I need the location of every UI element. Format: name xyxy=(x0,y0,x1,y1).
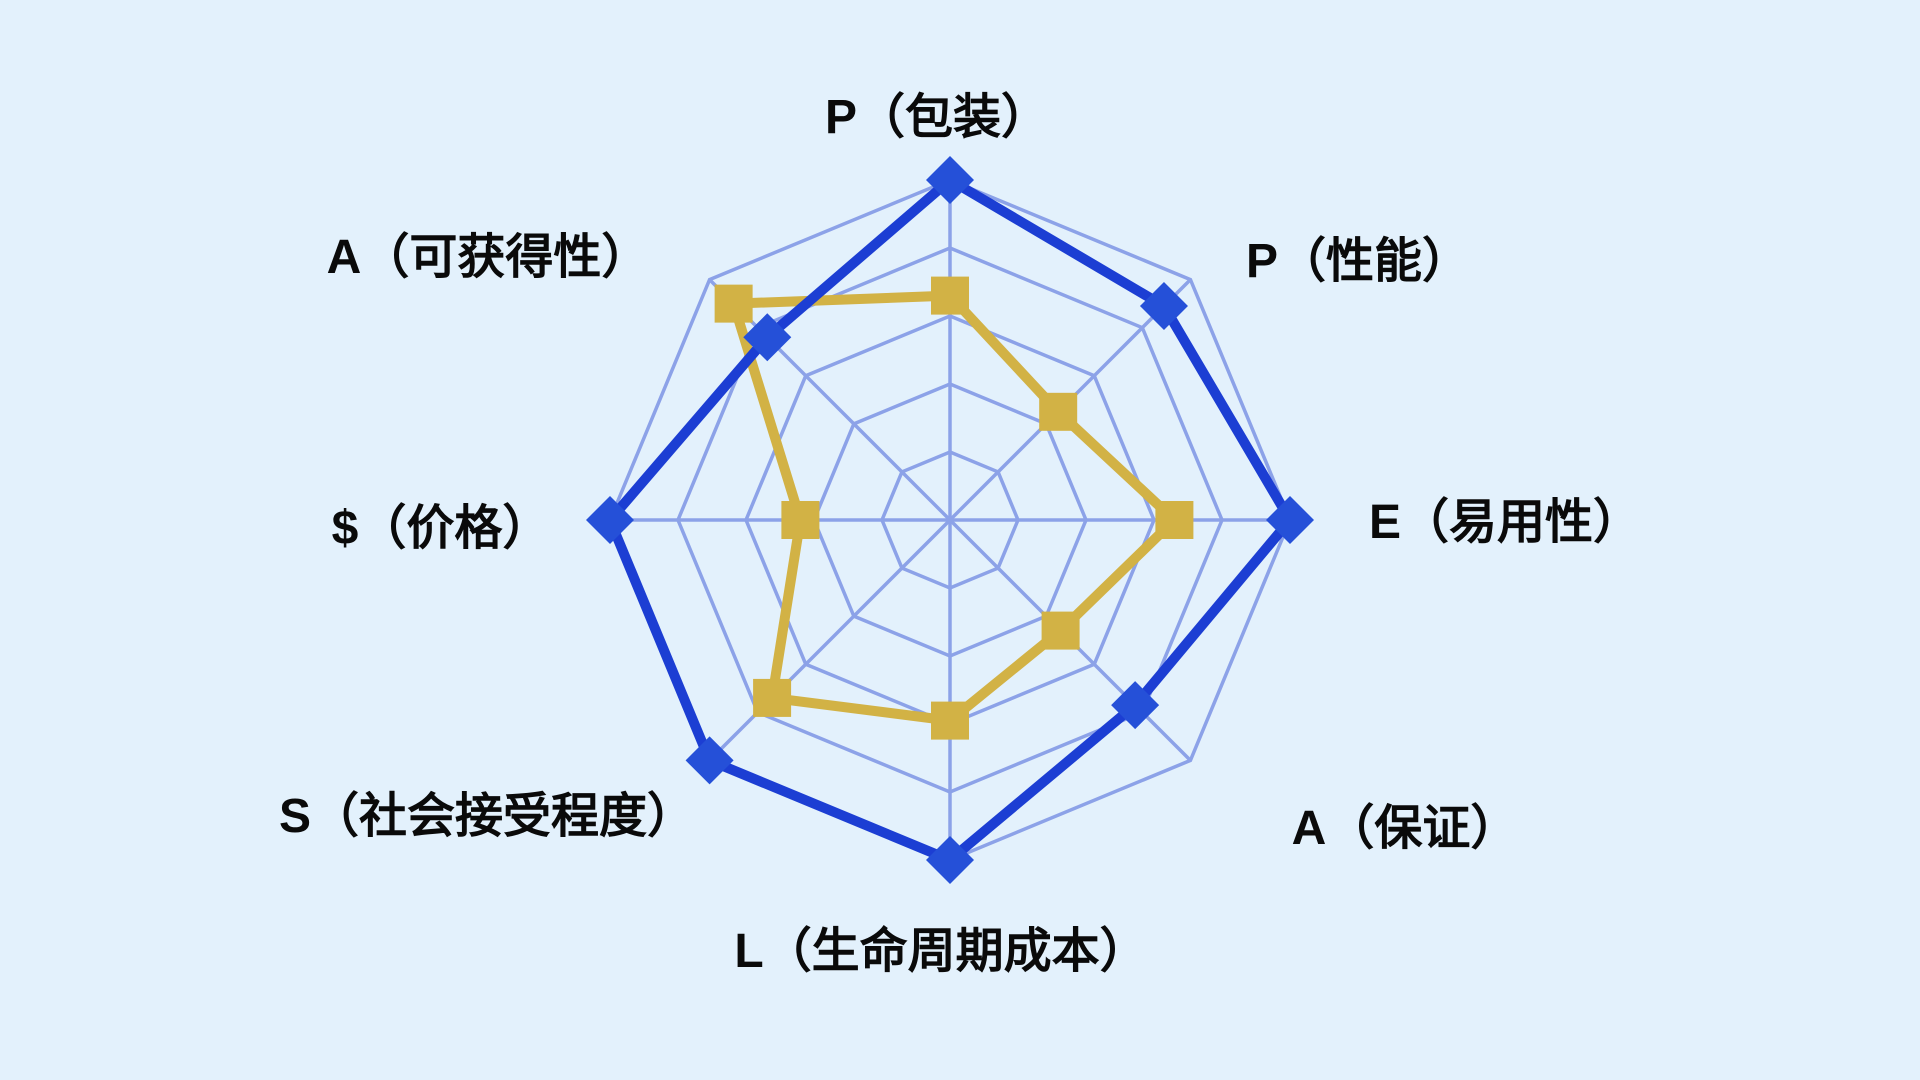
axis-label-1: P（性能） xyxy=(1245,235,1471,288)
blue-series-point-5 xyxy=(685,736,734,785)
blue-series-point-2 xyxy=(1265,495,1314,544)
grid-spoke-5 xyxy=(708,518,952,762)
axis-label-0: P（包装） xyxy=(824,91,1050,144)
axis-label-5: S（社会接受程度） xyxy=(278,790,696,843)
axis-label-4: L（生命周期成本） xyxy=(734,925,1148,978)
gold-series-point-6 xyxy=(781,501,820,539)
gold-series-point-5 xyxy=(753,678,792,717)
axis-label-2: E（易用性） xyxy=(1368,496,1642,549)
gold-series-point-2 xyxy=(1155,501,1194,539)
gold-series-point-3 xyxy=(1041,611,1080,650)
gold-series-point-7 xyxy=(714,284,753,323)
gold-series-point-4 xyxy=(931,701,969,740)
gold-series-point-0 xyxy=(931,276,969,315)
gold-series-point-1 xyxy=(1039,392,1078,431)
axis-label-6: $（价格） xyxy=(331,502,551,555)
axis-label-7: A（可获得性） xyxy=(326,231,650,284)
axis-label-3: A（保证） xyxy=(1291,802,1519,855)
